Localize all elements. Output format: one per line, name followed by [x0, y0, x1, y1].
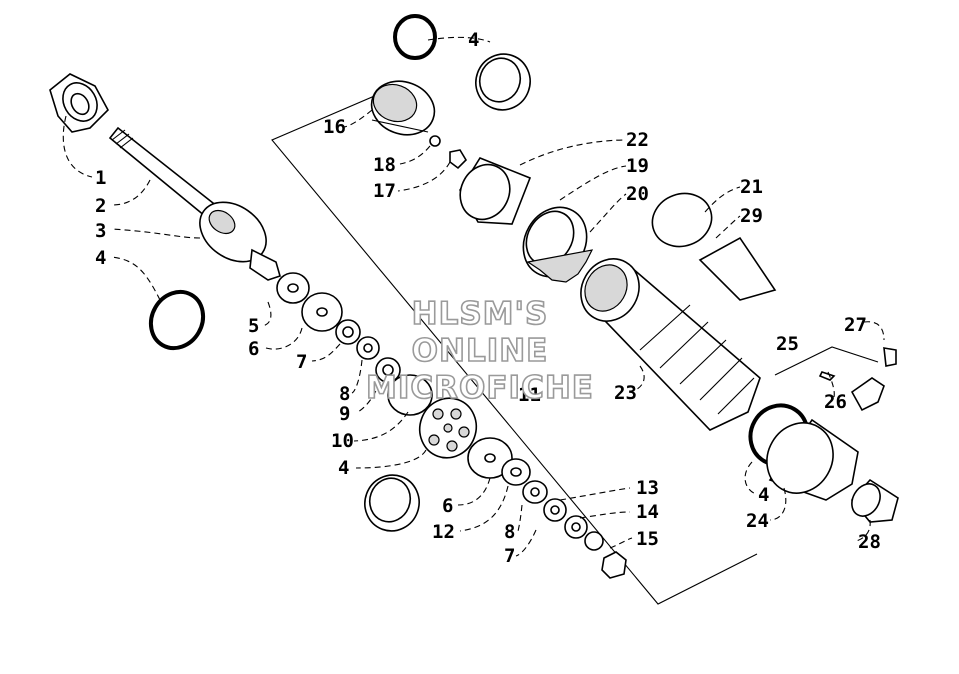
piston — [418, 397, 478, 459]
callout-22: 22 — [626, 129, 649, 151]
callout-25: 25 — [776, 333, 799, 355]
rod-end-bushing — [49, 73, 109, 133]
o-ring-top — [393, 14, 437, 60]
callout-29: 29 — [740, 205, 763, 227]
body-end-cap — [766, 418, 859, 501]
callout-3: 3 — [95, 220, 106, 242]
callout-11: 11 — [518, 384, 541, 406]
end-cap — [370, 80, 436, 136]
callout-4-reservoir: 4 — [758, 484, 769, 506]
watermark: HLSM'S ONLINE MICROFICHE — [365, 295, 594, 407]
callout-23: 23 — [614, 382, 637, 404]
callout-21: 21 — [740, 176, 763, 198]
o-ring-left — [148, 289, 206, 351]
small-o-ring — [429, 135, 441, 147]
callout-5: 5 — [248, 315, 259, 337]
bearing-seal-head — [199, 201, 281, 281]
group-bracket-left — [271, 87, 758, 605]
shim-stack-upper — [276, 272, 433, 416]
callout-19: 19 — [626, 155, 649, 177]
callout-6-lower: 6 — [442, 495, 453, 517]
callout-6-upper: 6 — [248, 338, 259, 360]
group-bracket-right — [774, 346, 879, 376]
wear-band-lower — [364, 474, 420, 532]
valve-seal — [818, 371, 836, 381]
callout-15: 15 — [636, 528, 659, 550]
callout-17: 17 — [373, 180, 396, 202]
callout-2: 2 — [95, 195, 106, 217]
wear-band-top — [475, 53, 531, 111]
callout-10: 10 — [331, 430, 354, 452]
valve-cap — [883, 347, 897, 367]
leader-lines — [62, 36, 885, 557]
callout-18: 18 — [373, 154, 396, 176]
callout-27: 27 — [844, 314, 867, 336]
callout-1: 1 — [95, 167, 106, 189]
callout-28: 28 — [858, 531, 881, 553]
callout-4-top: 4 — [468, 29, 479, 51]
callout-7-lower: 7 — [504, 545, 515, 567]
spring-retainer-cup — [459, 157, 532, 225]
callout-7-upper: 7 — [296, 351, 307, 373]
callout-24: 24 — [746, 510, 769, 532]
watermark-line-3: MICROFICHE — [366, 370, 594, 406]
watermark-line-1: HLSM'S — [412, 296, 549, 332]
valve-core — [449, 149, 468, 170]
protector-plate — [698, 236, 777, 301]
watermark-line-2: ONLINE — [412, 333, 549, 369]
callout-13: 13 — [636, 477, 659, 499]
callout-4-left: 4 — [95, 247, 106, 269]
shock-body — [580, 258, 761, 431]
callout-8-upper: 8 — [339, 383, 350, 405]
callout-16: 16 — [323, 116, 346, 138]
callout-26: 26 — [824, 391, 847, 413]
callout-14: 14 — [636, 501, 659, 523]
reservoir-cap-disc — [651, 192, 713, 248]
callout-20: 20 — [626, 183, 649, 205]
callout-9: 9 — [339, 403, 350, 425]
air-valve — [850, 377, 885, 412]
callout-8-lower: 8 — [504, 521, 515, 543]
callout-12: 12 — [432, 521, 455, 543]
callout-4-lower: 4 — [338, 457, 349, 479]
adjuster-ring — [522, 206, 594, 283]
body-bushing — [850, 478, 899, 523]
shim-stack-lower — [467, 437, 627, 579]
